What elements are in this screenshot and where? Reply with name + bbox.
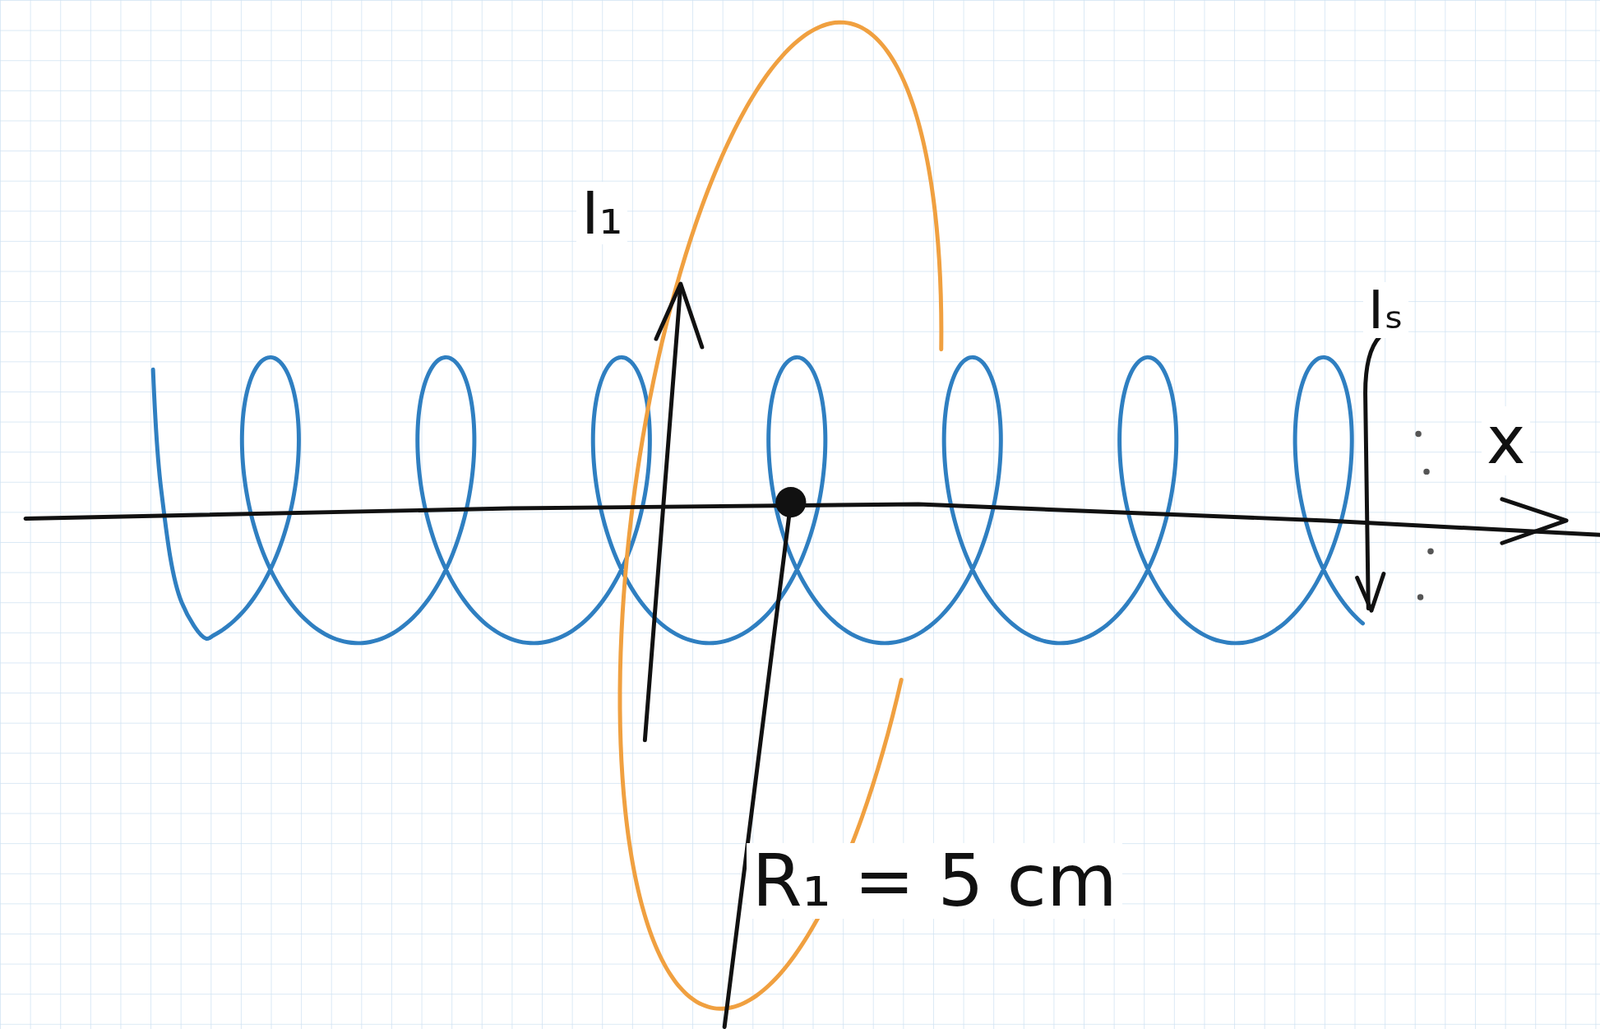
center-dot: [775, 486, 806, 518]
x-axis: [25, 504, 1600, 535]
radius-line: [724, 502, 791, 1027]
solenoid-layer: [152, 356, 1363, 643]
current-label: I₁: [576, 181, 628, 245]
solenoid-current-arrow: [1365, 337, 1380, 609]
current-arrowhead: [656, 283, 703, 347]
solenoid-current-label: Iₛ: [1363, 282, 1409, 338]
axis-label: x: [1481, 406, 1531, 476]
solenoid-current-arrowhead: [1357, 573, 1384, 611]
axis-arrowhead: [1502, 499, 1567, 543]
current-arrow: [644, 286, 680, 740]
dotted-continuation: [1415, 430, 1434, 601]
solenoid-coil: [152, 356, 1363, 643]
radius-label: R₁ = 5 cm: [746, 842, 1122, 919]
